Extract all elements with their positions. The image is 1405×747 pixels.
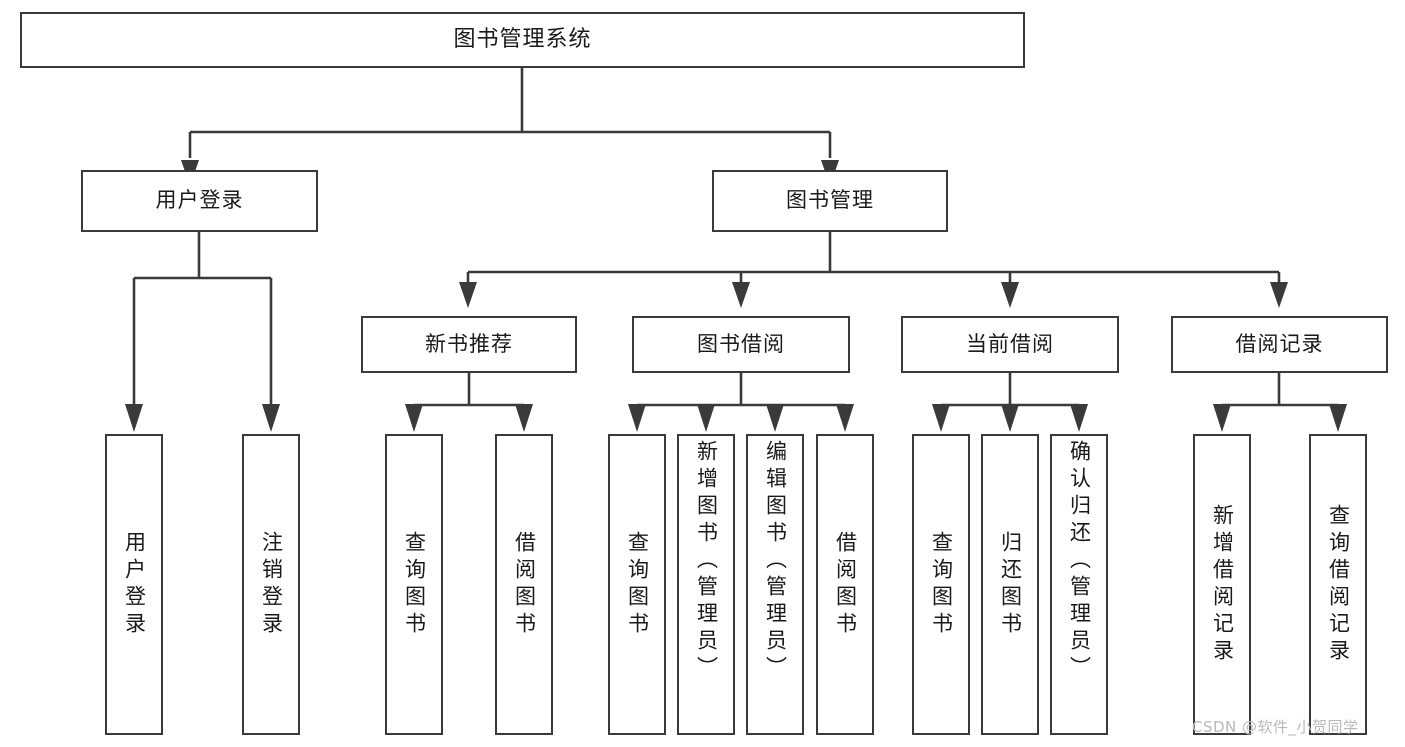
- leaf-logout-login[interactable]: 注销登录: [242, 434, 300, 735]
- csdn-watermark: CSDN @软件_小贺同学: [1192, 718, 1359, 736]
- leaf-return-book[interactable]: 归还图书: [981, 434, 1039, 735]
- node-new-book-recommend[interactable]: 新书推荐: [361, 316, 577, 373]
- node-borrow-record[interactable]: 借阅记录: [1171, 316, 1388, 373]
- leaf-add-book[interactable]: 新增图书（管理员）: [677, 434, 735, 735]
- leaf-user-login[interactable]: 用户登录: [105, 434, 163, 735]
- leaf-add-record[interactable]: 新增借阅记录: [1193, 434, 1251, 735]
- leaf-query-book-2[interactable]: 查询图书: [608, 434, 666, 735]
- leaf-query-book-3[interactable]: 查询图书: [912, 434, 970, 735]
- leaf-confirm-return[interactable]: 确认归还（管理员）: [1050, 434, 1108, 735]
- leaf-borrow-book-2[interactable]: 借阅图书: [816, 434, 874, 735]
- leaf-query-book-1[interactable]: 查询图书: [385, 434, 443, 735]
- leaf-edit-book[interactable]: 编辑图书（管理员）: [746, 434, 804, 735]
- leaf-query-record[interactable]: 查询借阅记录: [1309, 434, 1367, 735]
- node-current-borrow[interactable]: 当前借阅: [901, 316, 1119, 373]
- node-root-system[interactable]: 图书管理系统: [20, 12, 1025, 68]
- node-book-borrow[interactable]: 图书借阅: [632, 316, 850, 373]
- node-book-management[interactable]: 图书管理: [712, 170, 948, 232]
- leaf-borrow-book-1[interactable]: 借阅图书: [495, 434, 553, 735]
- node-user-login[interactable]: 用户登录: [81, 170, 318, 232]
